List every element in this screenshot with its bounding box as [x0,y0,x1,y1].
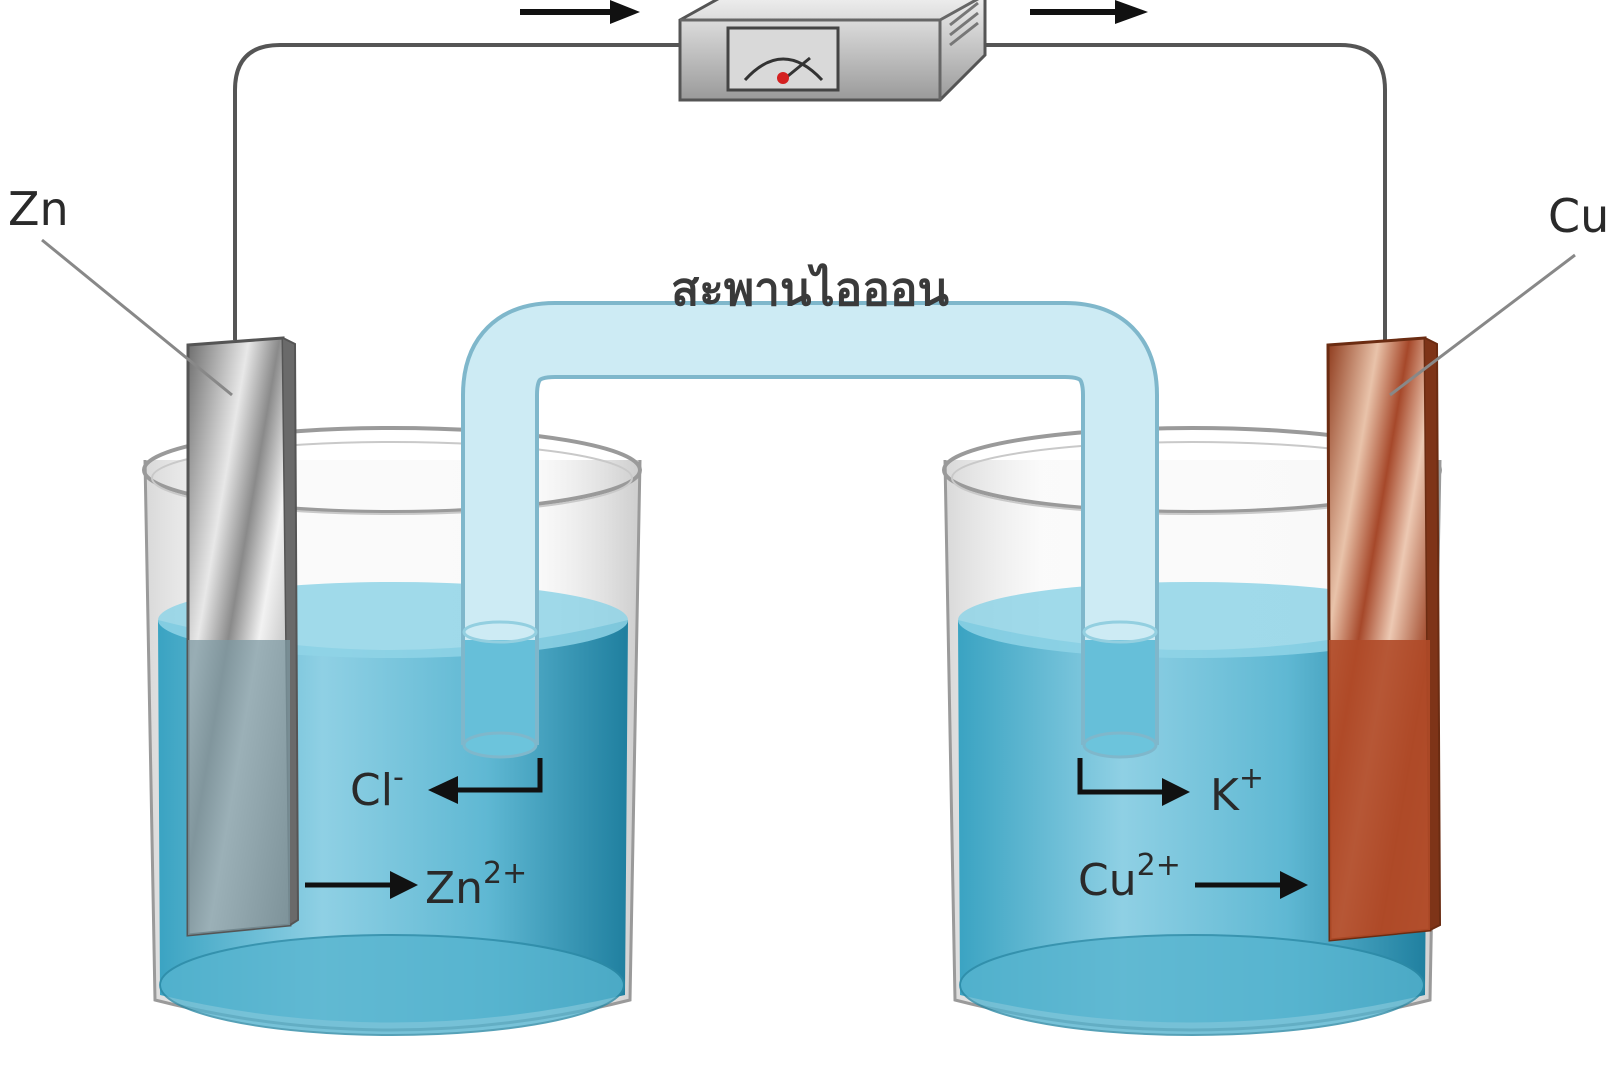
chloride-ion-charge: - [393,760,404,795]
zn-label: Zn [8,182,69,236]
zn-leader-line [41,238,233,397]
zinc-ion-base: Zn [425,863,483,914]
circuit-wire [233,43,1387,340]
current-arrow-right [1030,0,1148,24]
zinc-ion-arrowhead [390,871,418,899]
right-solution [958,620,1428,1023]
zinc-ion-label: Zn2+ [425,856,527,914]
voltmeter [678,0,987,102]
meter-dial [743,57,824,82]
potassium-arrow [1077,758,1170,795]
potassium-ion-base: K [1210,770,1240,821]
chloride-arrowhead [428,776,458,804]
copper-ion-arrowhead [1280,871,1308,899]
cu-label: Cu [1548,189,1609,243]
copper-electrode [1326,336,1442,942]
zinc-electrode [186,336,300,937]
potassium-arrowhead [1162,778,1190,806]
potassium-ion-charge: + [1239,761,1264,796]
chloride-ion-base: Cl [350,765,393,816]
chloride-arrow [440,758,543,793]
zinc-ion-charge: 2+ [483,856,527,891]
potassium-ion-label: K+ [1210,761,1264,821]
salt-bridge [461,301,1159,759]
copper-ion-label: Cu2+ [1078,848,1181,906]
cu-leader-line [1389,253,1576,397]
copper-ion-charge: 2+ [1137,848,1181,883]
meter-pivot [777,72,789,84]
meter-vents [949,1,979,47]
salt-bridge-label: สะพานไอออน [671,262,949,316]
current-arrow-left [520,0,640,24]
right-beaker [942,426,1442,1036]
chloride-ion-label: Cl- [350,760,404,816]
copper-ion-base: Cu [1078,855,1137,906]
